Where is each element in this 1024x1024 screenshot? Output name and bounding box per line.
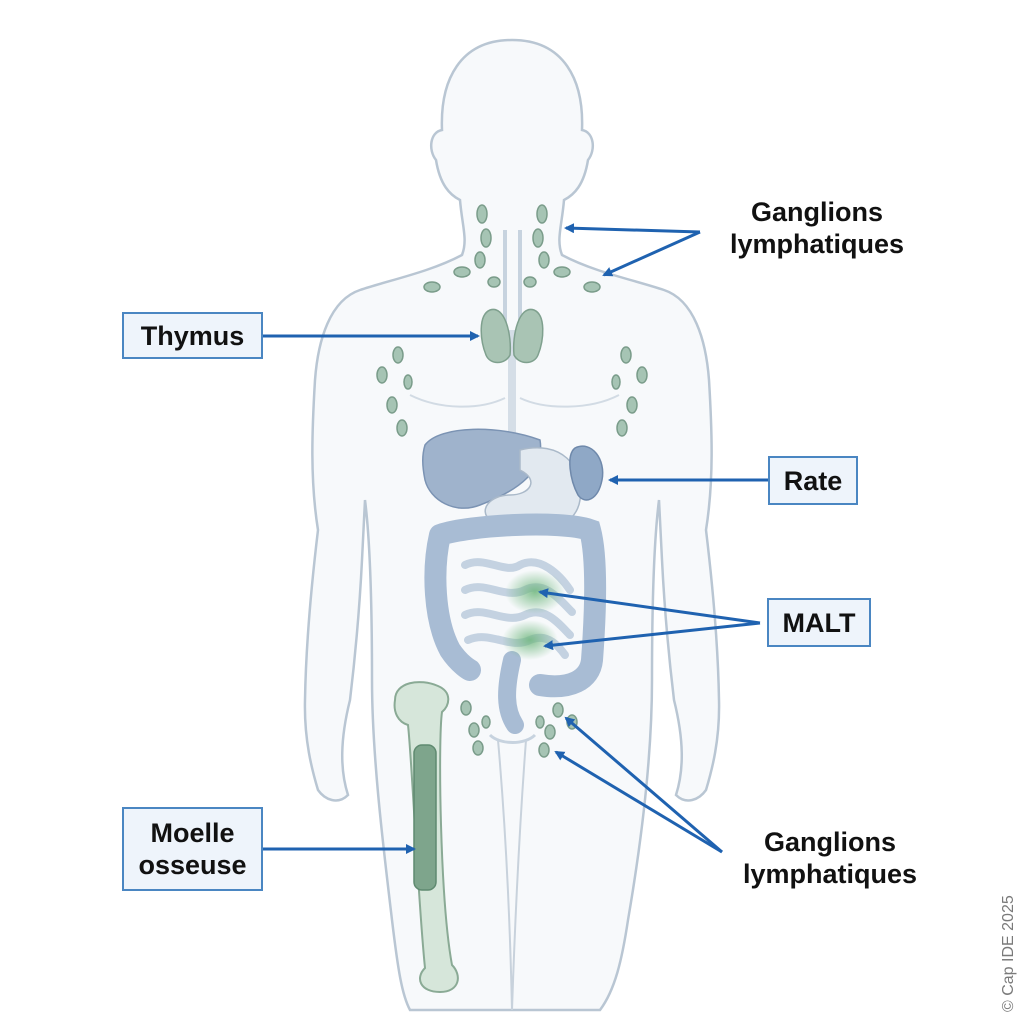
- large-intestine: [424, 513, 607, 698]
- label-ganglions-top-line2: lymphatiques: [729, 229, 905, 259]
- trachea: [503, 230, 522, 330]
- thymus-organ: [480, 308, 544, 364]
- malt-patch-lower: [502, 620, 558, 660]
- copyright-notice: © Cap IDE 2025: [1000, 895, 1017, 1012]
- arrow-malt-1: [538, 588, 761, 625]
- malt-patch-upper: [505, 570, 565, 614]
- label-thymus-text: Thymus: [140, 320, 245, 351]
- inguinal-vessel: [488, 733, 537, 744]
- leg-separation: [497, 739, 527, 1011]
- label-malt-text: MALT: [782, 607, 856, 638]
- label-moelle-line1: Moelle: [150, 818, 235, 848]
- pointer-arrows: [263, 223, 770, 854]
- arrow-ganglions-top-1: [564, 223, 701, 234]
- arrow-malt-2: [543, 621, 761, 651]
- label-rate: Rate: [768, 456, 858, 505]
- arrow-ganglions-bottom-1: [564, 716, 723, 854]
- arrow-ganglions-bottom-2: [554, 750, 723, 854]
- lymph-nodes: [376, 204, 648, 758]
- label-thymus: Thymus: [122, 312, 263, 359]
- arrow-ganglions-top-2: [602, 230, 701, 277]
- label-ganglions-bottom-line1: Ganglions: [763, 827, 896, 857]
- label-ganglions-bottom: Ganglions lymphatiques: [725, 826, 935, 890]
- label-moelle-osseuse: Moelle osseuse: [122, 807, 263, 891]
- label-ganglions-top: Ganglions lymphatiques: [712, 196, 922, 260]
- label-ganglions-bottom-line2: lymphatiques: [742, 859, 918, 889]
- label-moelle-line2: osseuse: [138, 850, 247, 880]
- rectum: [498, 651, 524, 734]
- femur-bone: [393, 681, 459, 994]
- chest-contour: [409, 394, 620, 408]
- spleen: [569, 445, 604, 501]
- label-malt: MALT: [767, 598, 871, 647]
- label-rate-text: Rate: [783, 465, 843, 496]
- label-ganglions-top-line1: Ganglions: [750, 197, 883, 227]
